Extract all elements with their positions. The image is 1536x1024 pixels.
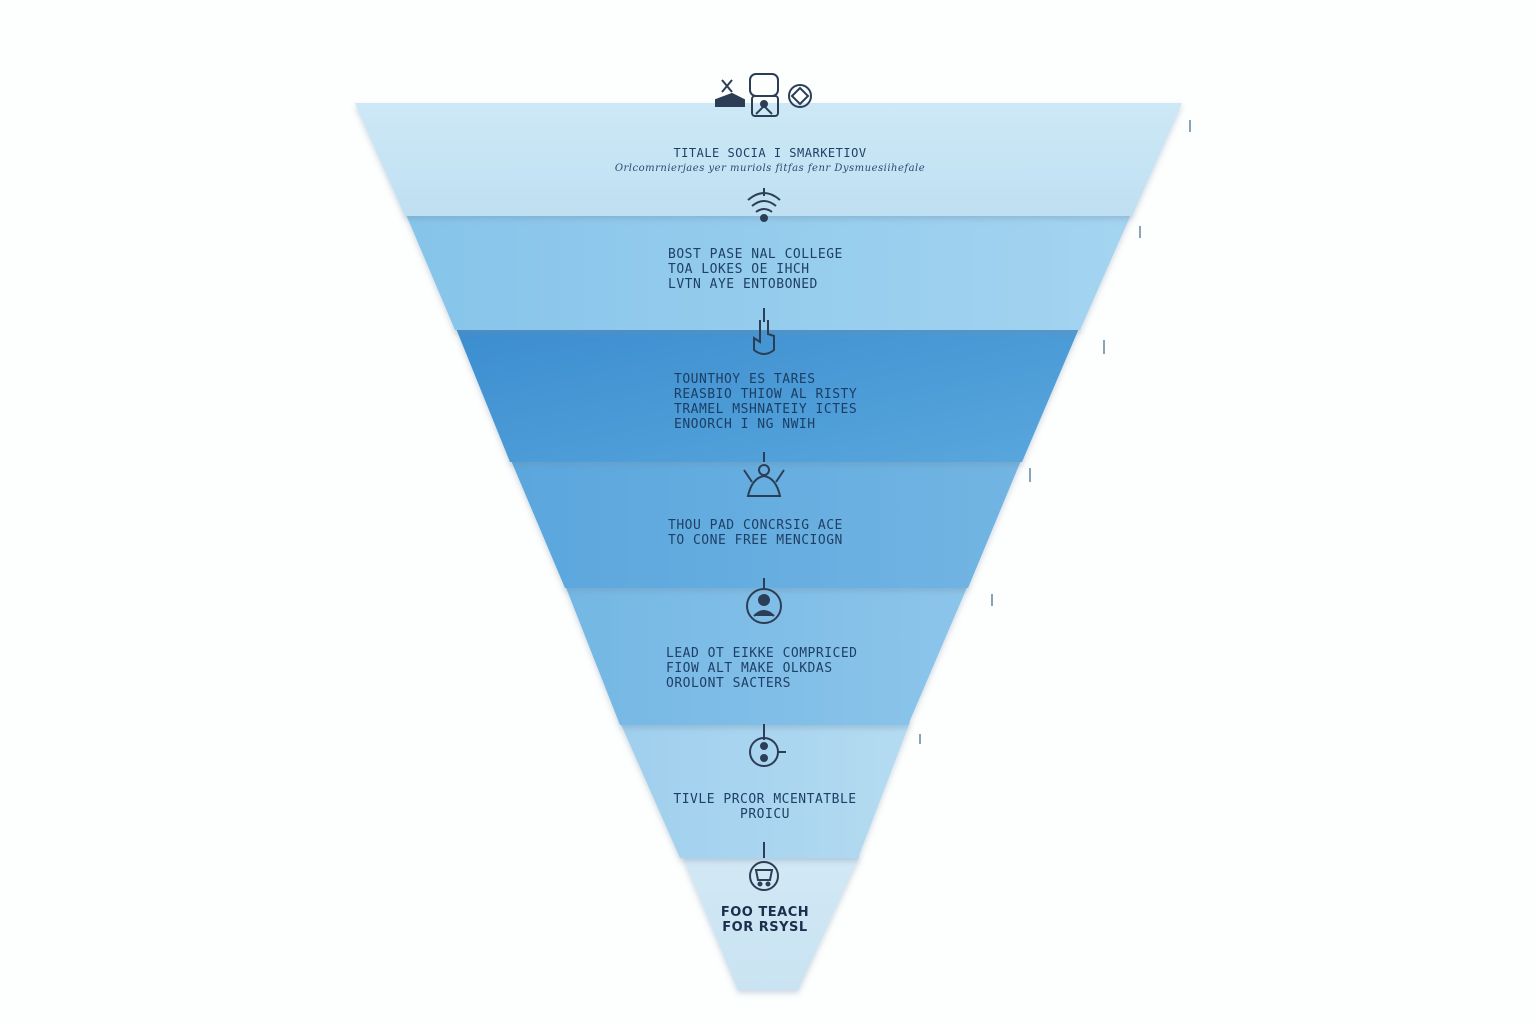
layer-1-text: TITALE SOCIA I SMARKETIOV Orlcomrnierjae… [560, 146, 980, 176]
layer-3-line-3: TRAMEL MSHNATEIY ICTES [674, 402, 858, 417]
layer-4-line-1: THOU PAD CONCRSIG ACE [668, 518, 843, 533]
layer-5-text: LEAD OT EIKKE COMPRICED FIOW ALT MAKE OL… [666, 646, 858, 691]
tools-icon [715, 79, 745, 107]
layer-7-line-1: FOO TEACH [720, 905, 810, 920]
layer-5-line-2: FIOW ALT MAKE OLKDAS [666, 661, 833, 676]
layer-7-line-2: FOR RSYSL [722, 920, 808, 935]
layer-4-line-2: TO CONE FREE MENCIOGN [668, 533, 843, 548]
layer-1-subtitle: Orlcomrnierjaes yer muriols fitfas fenr … [614, 163, 926, 174]
layer-3-text: TOUNTHOY ES TARES REASBIO THIOW AL RISTY… [674, 372, 857, 432]
cart-icon [749, 861, 779, 891]
layer-2-line-3: LVTN AYE ENTOBONED [668, 277, 818, 292]
layer-2-text: BOST PASE NAL COLLEGE TOA LOKES OE IHCH … [668, 247, 843, 292]
tag-icon [788, 84, 812, 108]
user-circle-icon [746, 588, 782, 624]
pointer-hand-icon [753, 320, 775, 355]
funnel-layer-3 [455, 326, 1080, 462]
layer-1-title: TITALE SOCIA I SMARKETIOV [673, 146, 867, 160]
layer-6-line-1: TIVLE PRCOR MCENTATBLE [673, 792, 857, 807]
layer-3-line-4: ENOORCH I NG NWIH [674, 417, 816, 432]
layer-2-line-2: TOA LOKES OE IHCH [668, 262, 810, 277]
layer-7-text: FOO TEACH FOR RSYSL [690, 905, 840, 935]
layer-5-line-1: LEAD OT EIKKE COMPRICED [666, 646, 858, 661]
funnel-layer-5 [565, 585, 968, 725]
layer-5-line-3: OROLONT SACTERS [666, 676, 791, 691]
layer-4-text: THOU PAD CONCRSIG ACE TO CONE FREE MENCI… [668, 518, 843, 548]
layer-6-text: TIVLE PRCOR MCENTATBLE PROICU [600, 792, 930, 822]
layer-6-line-2: PROICU [740, 807, 790, 822]
funnel-layer-7 [682, 855, 860, 990]
funnel-layer-2 [405, 212, 1132, 330]
broadcast-icon [747, 192, 781, 222]
layer-3-line-2: REASBIO THIOW AL RISTY [674, 387, 858, 402]
monitor-user-icon [749, 73, 779, 117]
edge-ticks [919, 120, 1191, 744]
target-icon [749, 737, 786, 767]
funnel-layer-1 [355, 103, 1182, 216]
funnel-layer-6 [620, 722, 910, 858]
layer-2-line-1: BOST PASE NAL COLLEGE [668, 247, 843, 262]
person-icon [743, 464, 785, 497]
funnel-layer-4 [510, 458, 1022, 588]
layer-3-line-1: TOUNTHOY ES TARES [674, 372, 816, 387]
